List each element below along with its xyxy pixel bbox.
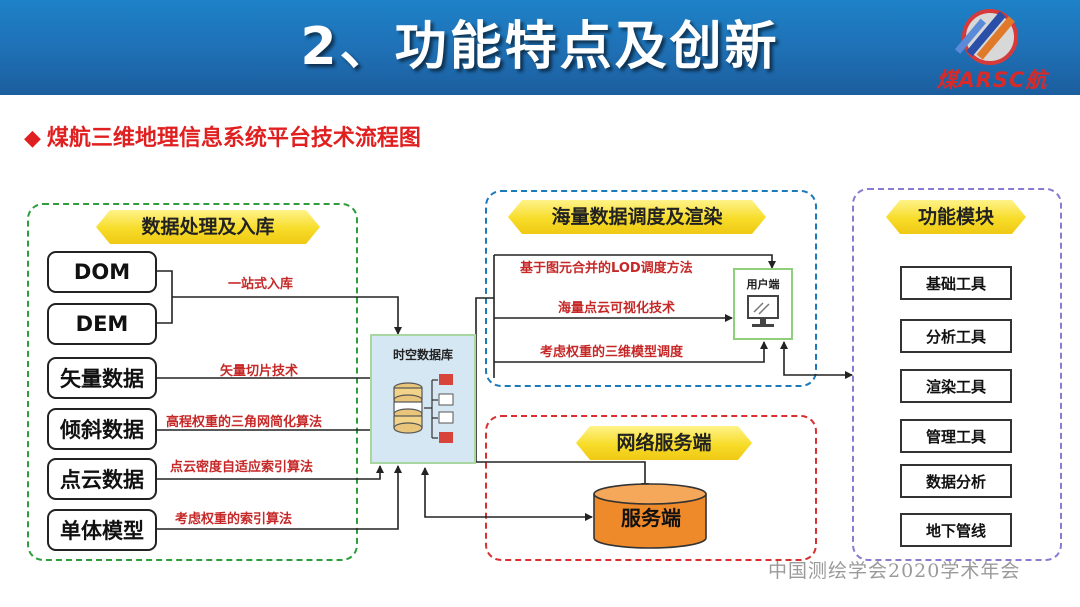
section-title: ◆煤航三维地理信息系统平台技术流程图 [24,120,421,152]
label-weighted-index: 考虑权重的索引算法 [175,512,293,527]
input-dem: DEM [47,303,157,345]
footer-watermark: 中国测绘学会2020学术年会 [768,560,1021,582]
line-model-sched [494,341,768,363]
database-title: 时空数据库 [392,348,453,362]
server-cylinder-icon [593,483,707,549]
label-pointcloud-index: 点云密度自适应索引算法 [170,460,314,475]
server-label: 服务端 [621,506,681,530]
label-pointcloud-visualization: 海量点云可视化技术 [558,301,676,316]
line-dom [156,270,173,297]
function-management-tools: 管理工具 [900,419,1012,453]
logo-emblem-icon [954,9,1018,65]
monitor-icon [747,295,779,327]
panel-title-data-processing: 数据处理及入库 [96,210,320,244]
panel-functions [852,188,1062,561]
function-data-analysis: 数据分析 [900,464,1012,498]
diamond-bullet-icon: ◆ [24,126,41,151]
label-lod-scheduling: 基于图元合并的LOD调度方法 [520,261,693,276]
panel-title-scheduling: 海量数据调度及渲染 [508,200,766,234]
line-pointcloud [156,465,384,480]
function-basic-tools: 基础工具 [900,266,1012,300]
panel-title-functions: 功能模块 [886,200,1026,234]
line-merge-to-db [172,296,402,335]
section-title-text: 煤航三维地理信息系统平台技术流程图 [46,126,421,151]
label-one-stop-import: 一站式入库 [228,277,294,292]
function-analysis-tools: 分析工具 [900,319,1012,353]
input-dom: DOM [47,251,157,293]
panel-title-network: 网络服务端 [576,426,752,460]
line-db-to-scheduling [475,297,494,395]
label-vector-tiling: 矢量切片技术 [220,364,299,379]
label-model-scheduling: 考虑权重的三维模型调度 [540,345,684,360]
input-oblique-data: 倾斜数据 [47,408,157,450]
function-render-tools: 渲染工具 [900,369,1012,403]
line-server-to-db [421,467,593,521]
input-pointcloud-data: 点云数据 [47,458,157,500]
line-dem [156,297,173,324]
database-icon [393,374,454,443]
line-client-to-functions [780,341,853,379]
input-vector-data: 矢量数据 [47,357,157,399]
line-model [156,465,402,530]
spatiotemporal-database: 时空数据库 [370,334,476,464]
header-banner: 2、功能特点及创新 煤ARSC航 [0,0,1080,95]
label-elevation-tin: 高程权重的三角网简化算法 [166,415,323,430]
panel-scheduling [485,190,817,387]
client-title: 用户端 [746,278,780,291]
page-title: 2、功能特点及创新 [300,17,780,77]
input-single-model: 单体模型 [47,509,157,551]
function-underground-pipelines: 地下管线 [900,513,1012,547]
line-lod [494,254,776,269]
logo-text: 煤ARSC航 [936,68,1048,92]
logo: 煤ARSC航 [914,6,1070,92]
client: 用户端 [733,268,793,340]
line-db-to-server-top [475,395,649,491]
panel-data-processing [27,203,358,561]
